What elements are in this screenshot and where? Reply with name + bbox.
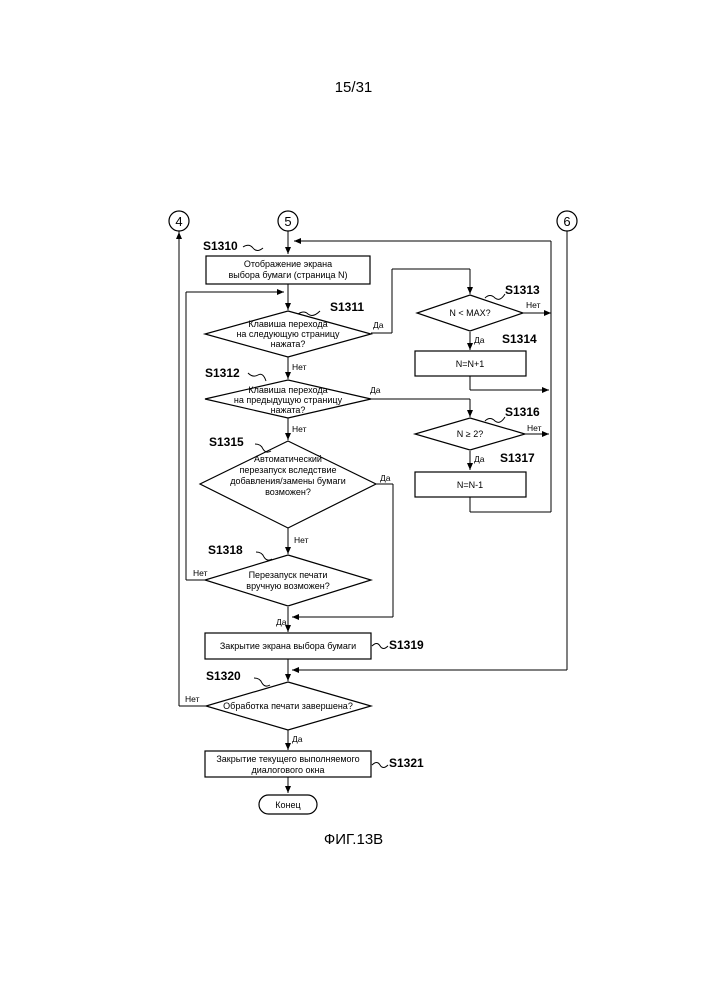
- svg-text:перезапуск вследствие: перезапуск вследствие: [240, 465, 337, 475]
- step-s1313: N < MAX? S1313: [417, 283, 540, 331]
- svg-text:6: 6: [563, 214, 570, 229]
- svg-text:Закрытие текущего выполняемого: Закрытие текущего выполняемого: [216, 754, 359, 764]
- svg-text:N=N+1: N=N+1: [456, 359, 485, 369]
- svg-text:на следующую страницу: на следующую страницу: [236, 329, 340, 339]
- figure-caption: ФИГ.13B: [0, 831, 707, 848]
- label-s1319: S1319: [389, 638, 424, 652]
- svg-text:N < MAX?: N < MAX?: [449, 308, 490, 318]
- connector-4: 4: [169, 211, 189, 231]
- svg-text:4: 4: [175, 214, 182, 229]
- step-s1321: Закрытие текущего выполняемого диалогово…: [205, 751, 424, 777]
- label-s1314: S1314: [502, 332, 537, 346]
- svg-text:выбора бумаги (страница N): выбора бумаги (страница N): [228, 270, 347, 280]
- label-s1312: S1312: [205, 366, 240, 380]
- step-s1319: Закрытие экрана выбора бумаги S1319: [205, 633, 424, 659]
- svg-text:Закрытие экрана выбора бумаги: Закрытие экрана выбора бумаги: [220, 641, 356, 651]
- svg-text:добавления/замены бумаги: добавления/замены бумаги: [230, 476, 346, 486]
- no-label-s1313: Нет: [526, 300, 541, 310]
- yes-label-s1313: Да: [474, 335, 485, 345]
- label-s1320: S1320: [206, 669, 241, 683]
- step-s1316: N ≥ 2? S1316: [415, 405, 540, 450]
- yes-label-s1318: Да: [276, 617, 287, 627]
- svg-text:5: 5: [284, 214, 291, 229]
- svg-text:возможен?: возможен?: [265, 487, 311, 497]
- svg-text:диалогового окна: диалогового окна: [252, 765, 325, 775]
- label-s1316: S1316: [505, 405, 540, 419]
- yes-label-s1320: Да: [292, 734, 303, 744]
- svg-text:N ≥ 2?: N ≥ 2?: [457, 429, 483, 439]
- no-label-s1320: Нет: [185, 694, 200, 704]
- svg-text:нажата?: нажата?: [271, 405, 306, 415]
- svg-text:нажата?: нажата?: [271, 339, 306, 349]
- label-s1315: S1315: [209, 435, 244, 449]
- step-s1310: Отображение экрана выбора бумаги (страни…: [203, 239, 370, 284]
- yes-label-s1311: Да: [373, 320, 384, 330]
- yes-label-s1312: Да: [370, 385, 381, 395]
- step-s1315: Автоматический перезапуск вследствие доб…: [200, 435, 376, 528]
- no-label-s1315: Нет: [294, 535, 309, 545]
- no-label-s1312: Нет: [292, 424, 307, 434]
- label-s1310: S1310: [203, 239, 238, 253]
- svg-text:N=N-1: N=N-1: [457, 480, 483, 490]
- svg-text:Перезапуск печати: Перезапуск печати: [249, 570, 328, 580]
- label-s1311: S1311: [330, 300, 364, 314]
- no-label-s1311: Нет: [292, 362, 307, 372]
- no-label-s1318: Нет: [193, 568, 208, 578]
- svg-text:Конец: Конец: [275, 800, 300, 810]
- label-s1317: S1317: [500, 451, 535, 465]
- svg-text:на предыдущую страницу: на предыдущую страницу: [234, 395, 343, 405]
- svg-text:Обработка печати завершена?: Обработка печати завершена?: [223, 701, 353, 711]
- svg-text:Клавиша перехода: Клавиша перехода: [248, 319, 327, 329]
- svg-text:Клавиша перехода: Клавиша перехода: [248, 385, 327, 395]
- svg-text:Автоматический: Автоматический: [254, 454, 322, 464]
- yes-label-s1316: Да: [474, 454, 485, 464]
- end-terminator: Конец: [259, 795, 317, 814]
- no-label-s1316: Нет: [527, 423, 542, 433]
- svg-text:Отображение экрана: Отображение экрана: [244, 259, 332, 269]
- label-s1321: S1321: [389, 756, 424, 770]
- connector-6: 6: [557, 211, 577, 231]
- label-s1313: S1313: [505, 283, 540, 297]
- yes-label-s1315: Да: [380, 473, 391, 483]
- connector-5: 5: [278, 211, 298, 231]
- svg-text:вручную возможен?: вручную возможен?: [246, 581, 329, 591]
- label-s1318: S1318: [208, 543, 243, 557]
